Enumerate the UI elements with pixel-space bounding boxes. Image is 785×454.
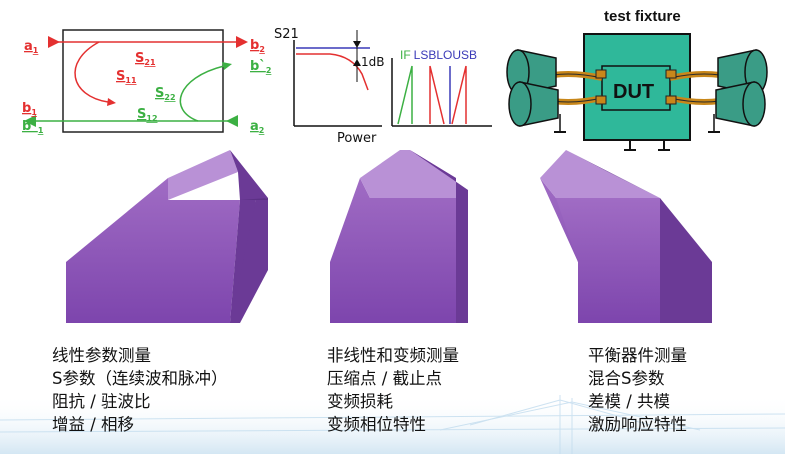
compression-panel: S21 1dB Power	[274, 27, 384, 146]
caption-nonlinear-line-2: 压缩点 / 截止点	[327, 369, 443, 388]
caption-nonlinear-line-3: 变频损耗	[327, 392, 393, 411]
dut-chip	[601, 65, 671, 111]
compression-db-label: 1dB	[361, 55, 384, 69]
arrow-right	[540, 150, 712, 323]
fixture-panel: test fixture DUT	[506, 8, 768, 151]
lsb-spectrum	[429, 65, 445, 125]
label-b1: b1	[22, 101, 37, 117]
caption-nonlinear-line-1: 非线性和变频测量	[327, 346, 459, 365]
caption-balanced: 平衡器件测量 混合S参数 差模 / 共模 激励响应特性	[588, 344, 687, 436]
caption-balanced-line-4: 激励响应特性	[588, 415, 687, 434]
compressed-gain-curve	[296, 53, 369, 91]
s22-curve	[179, 65, 225, 122]
s22-arrowhead	[222, 62, 232, 70]
sparam-panel: a1 b2 b`2 b1 b`1 a2 S21 S11 S22 S12	[22, 29, 271, 135]
caption-balanced-line-2: 混合S参数	[588, 369, 665, 388]
fixture-title: test fixture	[604, 8, 681, 25]
b1-arrow	[24, 115, 36, 127]
s11-curve	[74, 41, 109, 103]
arrow-middle	[330, 150, 468, 323]
label-a1: a1	[24, 39, 39, 55]
caption-linear-line-4: 增益 / 相移	[52, 415, 135, 434]
label-b2: b2	[250, 38, 265, 54]
if-spectrum	[397, 65, 413, 125]
label-s22: S22	[155, 86, 176, 102]
b2-arrow	[236, 36, 248, 48]
connector-right-bottom	[708, 81, 766, 133]
dut-box	[62, 29, 224, 133]
label-s12: S12	[137, 107, 158, 123]
s11-arrowhead	[107, 98, 116, 106]
background-watermark	[0, 395, 785, 454]
db-arrow-bottom	[353, 59, 361, 66]
caption-linear-line-1: 线性参数测量	[52, 346, 151, 365]
compression-x-label: Power	[337, 131, 377, 146]
label-s21: S21	[135, 51, 156, 67]
label-s11: S11	[116, 69, 137, 85]
caption-linear-line-2: S参数（连续波和脉冲）	[52, 369, 228, 388]
dut-label: DUT	[613, 81, 654, 103]
connector-left-bottom	[508, 81, 566, 133]
caption-linear-line-3: 阻抗 / 驻波比	[52, 392, 151, 411]
label-b1-prime: b`1	[22, 119, 44, 135]
dut-pads	[595, 69, 677, 105]
caption-nonlinear: 非线性和变频测量 压缩点 / 截止点 变频损耗 变频相位特性	[327, 344, 459, 436]
compression-y-label: S21	[274, 27, 299, 42]
label-b2-prime: b`2	[250, 59, 271, 75]
usb-spectrum	[451, 65, 467, 125]
arrow-left	[66, 150, 268, 323]
label-a2: a2	[250, 119, 264, 135]
a2-arrow	[226, 115, 238, 127]
caption-linear: 线性参数测量 S参数（连续波和脉冲） 阻抗 / 驻波比 增益 / 相移	[52, 344, 227, 436]
a1-arrow	[48, 36, 60, 48]
db-arrow-top	[353, 41, 361, 48]
ground-symbols	[624, 140, 670, 151]
caption-balanced-line-3: 差模 / 共模	[588, 392, 671, 411]
caption-balanced-line-1: 平衡器件测量	[588, 346, 687, 365]
caption-nonlinear-line-4: 变频相位特性	[327, 415, 426, 434]
